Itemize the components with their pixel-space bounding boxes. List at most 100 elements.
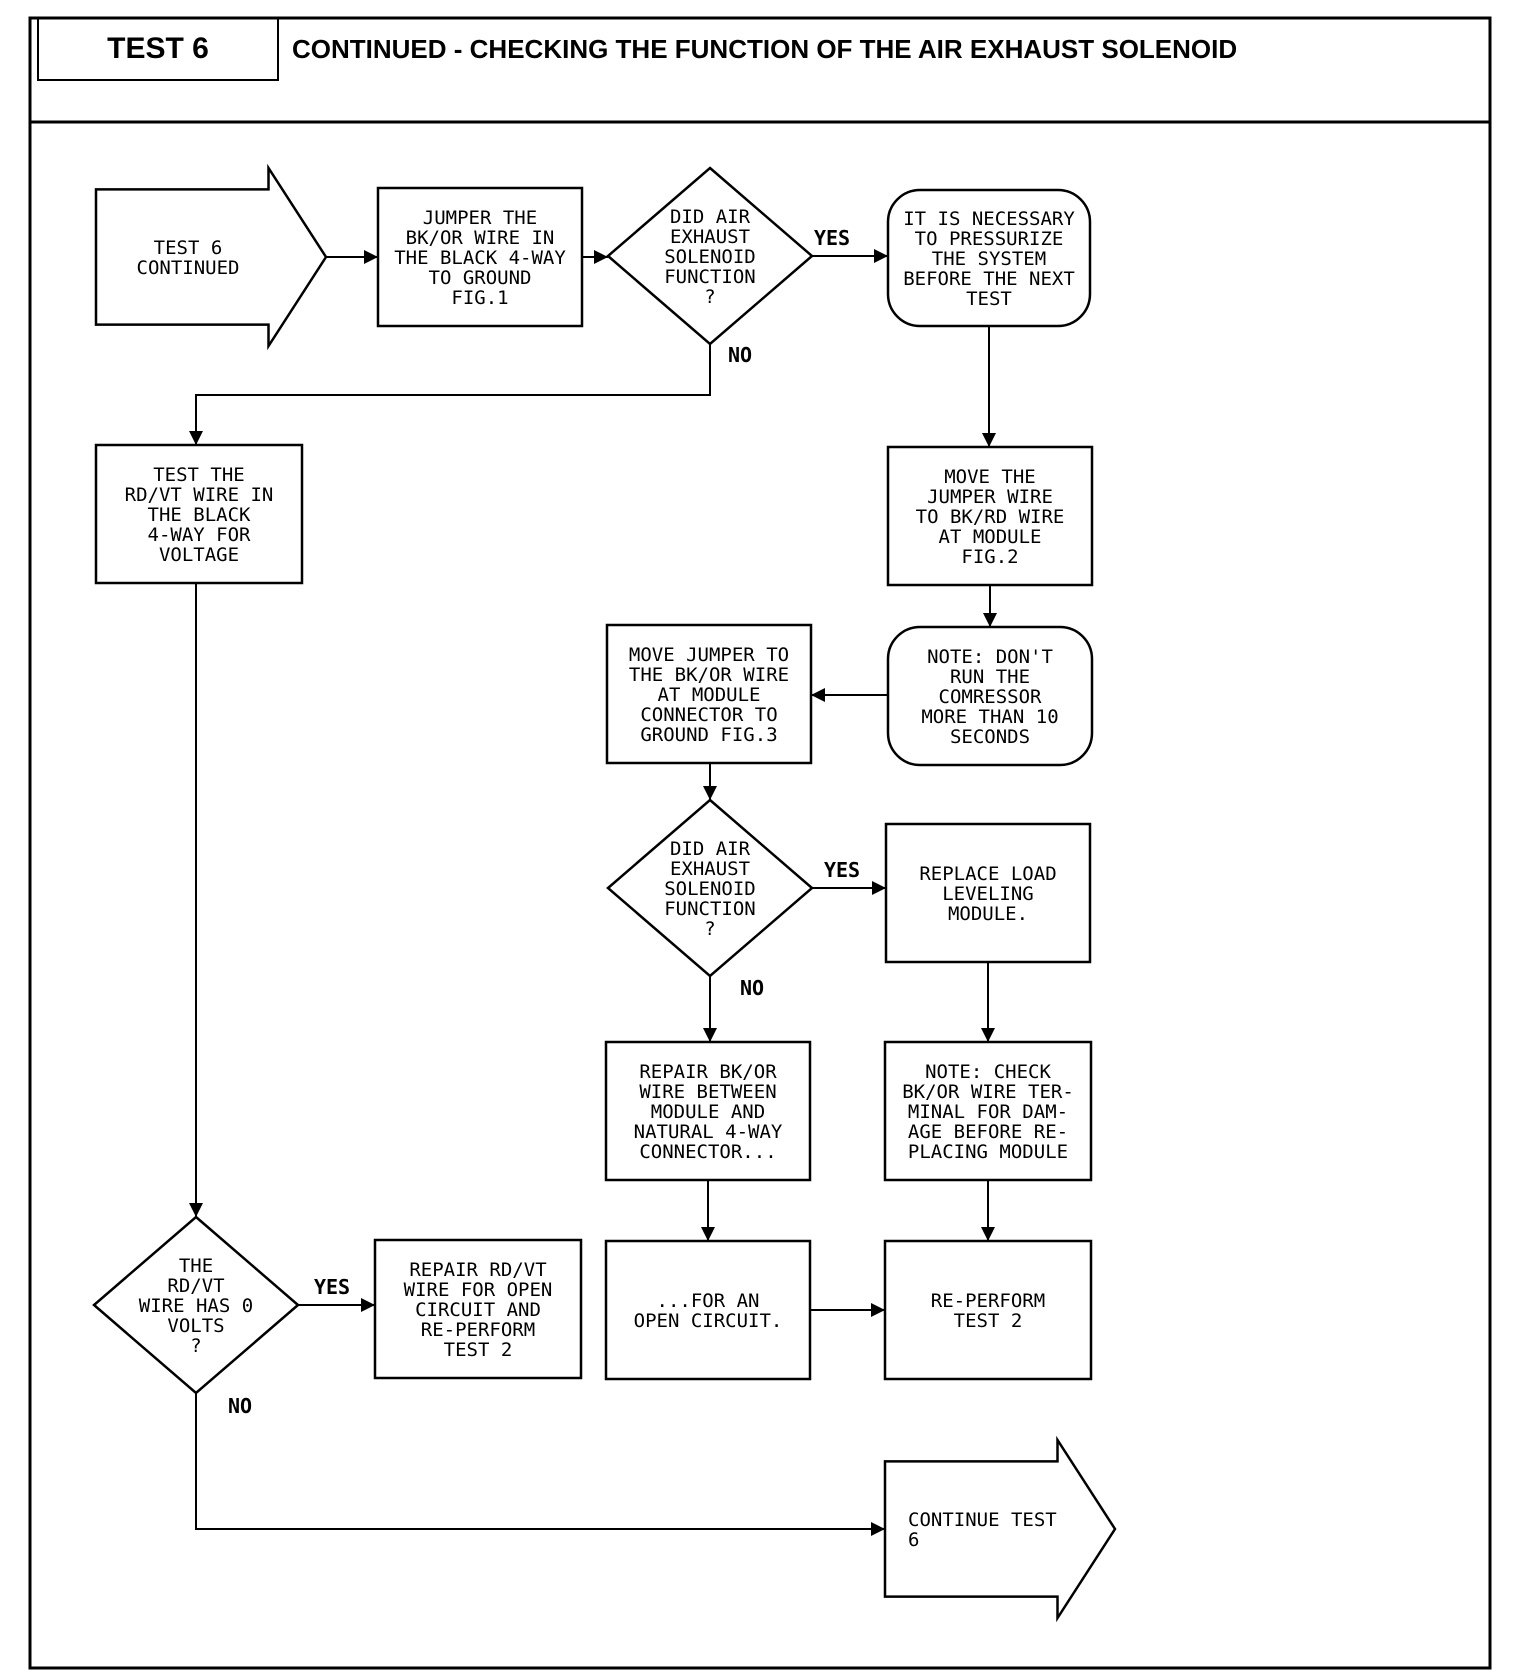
node-repair_bkor-text-line: MODULE AND: [651, 1101, 765, 1123]
node-open_circuit-text-line: ...FOR AN: [657, 1290, 760, 1312]
node-repair_rdvt-text-line: TEST 2: [444, 1339, 513, 1361]
node-repair_bkor-shape: [604, 1040, 812, 1182]
node-repair_bkor-text-line: NATURAL 4-WAY: [634, 1121, 783, 1143]
node-q_exhaust_1-text-line: DID AIR: [670, 206, 751, 228]
node-move_jumper_bkrd-text-line: TO BK/RD WIRE: [916, 506, 1065, 528]
node-check_terminal_note-text-line: MINAL FOR DAM-: [908, 1101, 1068, 1123]
node-q_zero_volts-text-line: THE: [179, 1255, 213, 1277]
node-repair_rdvt-text-line: REPAIR RD/VT: [409, 1259, 546, 1281]
node-jumper_bkor-text-line: JUMPER THE: [423, 207, 537, 229]
node-q_exhaust_2-text-line: FUNCTION: [664, 898, 756, 920]
page-title: CONTINUED - CHECKING THE FUNCTION OF THE…: [292, 34, 1238, 64]
node-compressor_note-text-line: RUN THE: [950, 666, 1030, 688]
node-move_jumper_bkor-text-line: AT MODULE: [658, 684, 761, 706]
edge-label-q2-yes: YES: [824, 858, 860, 882]
edge-label-q1-no: NO: [728, 343, 752, 367]
node-replace_module-text-line: MODULE.: [948, 903, 1028, 925]
node-pressurize_note-text-line: TEST: [966, 288, 1012, 310]
node-q_zero_volts-text-line: WIRE HAS 0: [139, 1295, 253, 1317]
node-move_jumper_bkor-text-line: GROUND FIG.3: [640, 724, 777, 746]
node-q_exhaust_1-text-line: EXHAUST: [670, 226, 750, 248]
node-reperform_test2-text-line: RE-PERFORM: [931, 1290, 1045, 1312]
node-test_rdvt-shape: [94, 443, 304, 585]
node-compressor_note-text-line: NOTE: DON'T: [927, 646, 1053, 668]
node-move_jumper_bkrd-text-line: FIG.2: [961, 546, 1018, 568]
node-jumper_bkor-text-line: FIG.1: [451, 287, 508, 309]
outer-frame: [28, 16, 1492, 1670]
node-repair_bkor-text-line: REPAIR BK/OR: [639, 1061, 777, 1083]
node-q_exhaust_2-text-line: EXHAUST: [670, 858, 750, 880]
node-move_jumper_bkrd-text-line: MOVE THE: [944, 466, 1036, 488]
node-start-shape: [94, 163, 328, 351]
node-test_rdvt-text-line: RD/VT WIRE IN: [125, 484, 274, 506]
edge-label-q3-yes: YES: [314, 1275, 350, 1299]
node-test_rdvt-text-line: 4-WAY FOR: [148, 524, 252, 546]
node-move_jumper_bkor-text-line: THE BK/OR WIRE: [629, 664, 789, 686]
test-number-title: TEST 6: [107, 32, 209, 65]
node-compressor_note-text-line: SECONDS: [950, 726, 1030, 748]
edge-question1-no: [189, 344, 711, 445]
node-check_terminal_note-text-line: AGE BEFORE RE-: [908, 1121, 1068, 1143]
node-test_rdvt-text-line: TEST THE: [153, 464, 245, 486]
node-continue-shape: [883, 1435, 1117, 1623]
node-q_exhaust_2-text-line: ?: [704, 918, 715, 940]
node-pressurize_note-text-line: TO PRESSURIZE: [915, 228, 1064, 250]
node-repair_rdvt-text-line: RE-PERFORM: [421, 1319, 535, 1341]
node-pressurize_note-text-line: IT IS NECESSARY: [903, 208, 1075, 230]
node-compressor_note-text-line: COMRESSOR: [939, 686, 1043, 708]
node-jumper_bkor-text-line: BK/OR WIRE IN: [406, 227, 555, 249]
node-move_jumper_bkrd-text-line: JUMPER WIRE: [927, 486, 1053, 508]
node-start-text-line: TEST 6: [154, 237, 223, 259]
node-pressurize_note-text-line: BEFORE THE NEXT: [903, 268, 1075, 290]
node-reperform_test2-text-line: TEST 2: [954, 1310, 1023, 1332]
node-test_rdvt-text-line: VOLTAGE: [159, 544, 239, 566]
node-continue-text-line: CONTINUE TEST: [908, 1509, 1057, 1531]
node-repair_bkor-text-line: CONNECTOR...: [639, 1141, 776, 1163]
node-q_exhaust_2-text-line: DID AIR: [670, 838, 751, 860]
node-pressurize_note-text-line: THE SYSTEM: [932, 248, 1046, 270]
node-repair_rdvt-text-line: WIRE FOR OPEN: [404, 1279, 553, 1301]
edge-question3-no: [195, 1393, 885, 1536]
edge-label-q2-no: NO: [740, 976, 764, 1000]
node-open_circuit-shape: [604, 1239, 812, 1381]
node-q_zero_volts-text-line: VOLTS: [167, 1315, 224, 1337]
node-repair_bkor-text-line: WIRE BETWEEN: [639, 1081, 776, 1103]
node-jumper_bkor-text-line: TO GROUND: [429, 267, 532, 289]
node-check_terminal_note-text-line: BK/OR WIRE TER-: [902, 1081, 1074, 1103]
node-q_zero_volts-text-line: RD/VT: [167, 1275, 224, 1297]
node-move_jumper_bkor-text-line: MOVE JUMPER TO: [629, 644, 789, 666]
node-replace_module-shape: [884, 822, 1092, 964]
node-compressor_note-text-line: MORE THAN 10: [921, 706, 1058, 728]
node-replace_module-text-line: REPLACE LOAD: [919, 863, 1056, 885]
node-q_zero_volts-text-line: ?: [190, 1335, 201, 1357]
node-reperform_test2-shape: [883, 1239, 1093, 1381]
edge-label-q3-no: NO: [228, 1394, 252, 1418]
node-check_terminal_note-shape: [883, 1040, 1093, 1182]
node-start-text-line: CONTINUED: [137, 257, 240, 279]
node-q_exhaust_1-text-line: SOLENOID: [664, 246, 756, 268]
node-test_rdvt-text-line: THE BLACK: [148, 504, 252, 526]
test-number-box: [37, 17, 279, 81]
node-replace_module-text-line: LEVELING: [942, 883, 1034, 905]
node-q_exhaust_1-text-line: ?: [704, 286, 715, 308]
node-check_terminal_note-text-line: NOTE: CHECK: [925, 1061, 1051, 1083]
node-q_exhaust_2-text-line: SOLENOID: [664, 878, 756, 900]
node-move_jumper_bkor-text-line: CONNECTOR TO: [640, 704, 777, 726]
edge-label-q1-yes: YES: [814, 226, 850, 250]
